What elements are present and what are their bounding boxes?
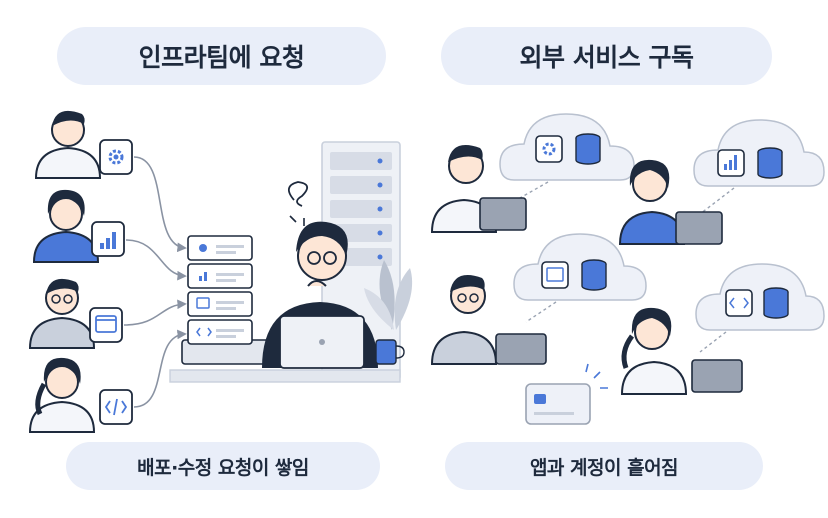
cloud-code (695, 263, 825, 331)
right-panel-caption: 앱과 계정이 흩어짐 (445, 442, 763, 490)
requester-3 (28, 278, 96, 349)
subscriber-1 (430, 145, 527, 233)
request-arrows (123, 156, 187, 408)
requester-2 (32, 189, 100, 263)
desk (169, 369, 401, 383)
browser-window-card-1 (89, 307, 123, 343)
plant (364, 260, 413, 330)
requester-1 (34, 110, 102, 179)
request-stack (181, 235, 271, 365)
laptop-icon (279, 315, 365, 369)
gear-card-1 (99, 139, 133, 175)
mug (375, 339, 405, 365)
cloud-links (505, 181, 735, 353)
cloud-gear (499, 113, 635, 181)
left-panel-caption: 배포·수정 요청이 쌓임 (66, 442, 380, 490)
left-panel-title: 인프라팀에 요청 (57, 27, 386, 85)
cloud-bar-chart (693, 119, 825, 187)
database-icon (581, 259, 607, 291)
credit-card-icon (525, 363, 608, 425)
code-card-1 (99, 389, 133, 425)
database-icon (757, 147, 783, 179)
subscriber-4 (620, 307, 743, 395)
right-panel-title: 외부 서비스 구독 (441, 27, 772, 85)
subscriber-2 (618, 159, 723, 245)
cloud-browser-window (513, 233, 647, 301)
requester-4 (28, 357, 96, 433)
database-icon (575, 133, 601, 165)
bar-chart-card-1 (91, 221, 125, 257)
subscriber-3 (430, 275, 547, 365)
database-icon (763, 287, 789, 319)
